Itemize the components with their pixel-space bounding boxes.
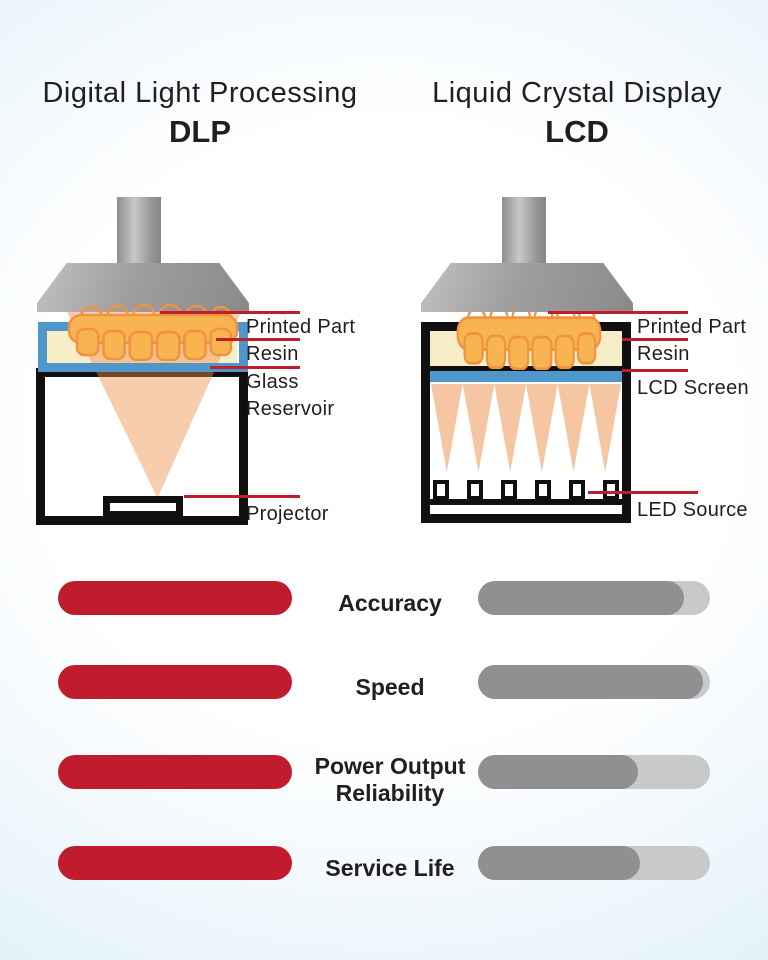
row-label-service-life: Service Life: [325, 855, 455, 881]
lcd-abbr: LCD: [545, 113, 609, 149]
led-chip: [569, 480, 585, 500]
dlp-callout-line-printed-part: [160, 311, 300, 314]
dlp-bar-service-life: [58, 846, 292, 880]
lcd-label-printed-part: Printed Part: [637, 316, 747, 338]
lcd-led-array: [433, 480, 619, 500]
led-light-cone: [589, 384, 622, 472]
lcd-bar-accuracy: [478, 581, 710, 615]
lcd-build-platform-rod: [502, 197, 546, 269]
dlp-printed-part-illustration: [67, 303, 239, 361]
lcd-bar-power-output-reliability: [478, 755, 710, 789]
dlp-title: Digital Light Processing: [42, 77, 358, 109]
lcd-title: Liquid Crystal Display: [432, 77, 722, 109]
dlp-bar-speed-fill: [58, 665, 292, 699]
dlp-label-printed-part: Printed Part: [246, 316, 356, 338]
led-light-cone: [431, 384, 463, 472]
led-light-cone: [462, 384, 495, 472]
lcd-callout-line-resin: [622, 338, 688, 341]
row-label-power-output-reliability: Power Output Reliability: [314, 753, 466, 807]
lcd-bar-service-life: [478, 846, 710, 880]
lcd-bar-service-fill: [478, 846, 641, 880]
dlp-label-projector: Projector: [246, 503, 329, 525]
dlp-bar-power-fill: [58, 755, 292, 789]
lcd-bar-accuracy-fill: [478, 581, 685, 615]
led-light-cone: [526, 384, 558, 472]
dlp-bar-speed: [58, 665, 292, 699]
dlp-bar-service-fill: [58, 846, 292, 880]
dlp-bar-accuracy-fill: [58, 581, 292, 615]
led-chip: [467, 480, 483, 500]
lcd-printed-part-illustration: [456, 304, 602, 370]
dlp-build-platform-rod: [117, 197, 161, 269]
lcd-bar-speed: [478, 665, 710, 699]
lcd-label-resin: Resin: [637, 343, 690, 365]
row-label-accuracy: Accuracy: [338, 590, 442, 616]
led-light-cone: [494, 384, 527, 472]
lcd-light-cones: [431, 384, 622, 472]
lcd-label-lcd-screen: LCD Screen: [637, 377, 749, 399]
lcd-callout-line-led-source: [588, 491, 698, 494]
led-chip: [535, 480, 551, 500]
lcd-bar-power-fill: [478, 755, 639, 789]
lcd-build-platform-hood: [421, 263, 633, 312]
lcd-screen-strip: [430, 371, 622, 382]
led-chip: [433, 480, 449, 500]
dlp-bar-power-output-reliability: [58, 755, 292, 789]
lcd-bar-speed-fill: [478, 665, 704, 699]
dlp-title-block: Digital Light Processing DLP: [10, 76, 390, 150]
lcd-label-led-source: LED Source: [637, 499, 748, 521]
lcd-callout-line-lcd-screen: [622, 369, 688, 372]
dlp-callout-line-projector: [184, 495, 300, 498]
led-light-cone: [557, 384, 590, 472]
dlp-abbr: DLP: [169, 113, 231, 149]
dlp-projector-box: [103, 496, 183, 518]
dlp-callout-line-glass-reservoir: [210, 366, 300, 369]
dlp-bar-accuracy: [58, 581, 292, 615]
dlp-label-glass-reservoir: Glass Reservoir: [246, 371, 335, 420]
led-chip: [501, 480, 517, 500]
lcd-callout-line-printed-part: [548, 311, 688, 314]
dlp-callout-line-resin: [216, 338, 300, 341]
lcd-title-block: Liquid Crystal Display LCD: [396, 76, 758, 150]
lcd-led-board-line: [430, 499, 622, 505]
led-chip: [603, 480, 619, 500]
dlp-label-resin: Resin: [246, 343, 299, 365]
row-label-speed: Speed: [355, 674, 425, 700]
